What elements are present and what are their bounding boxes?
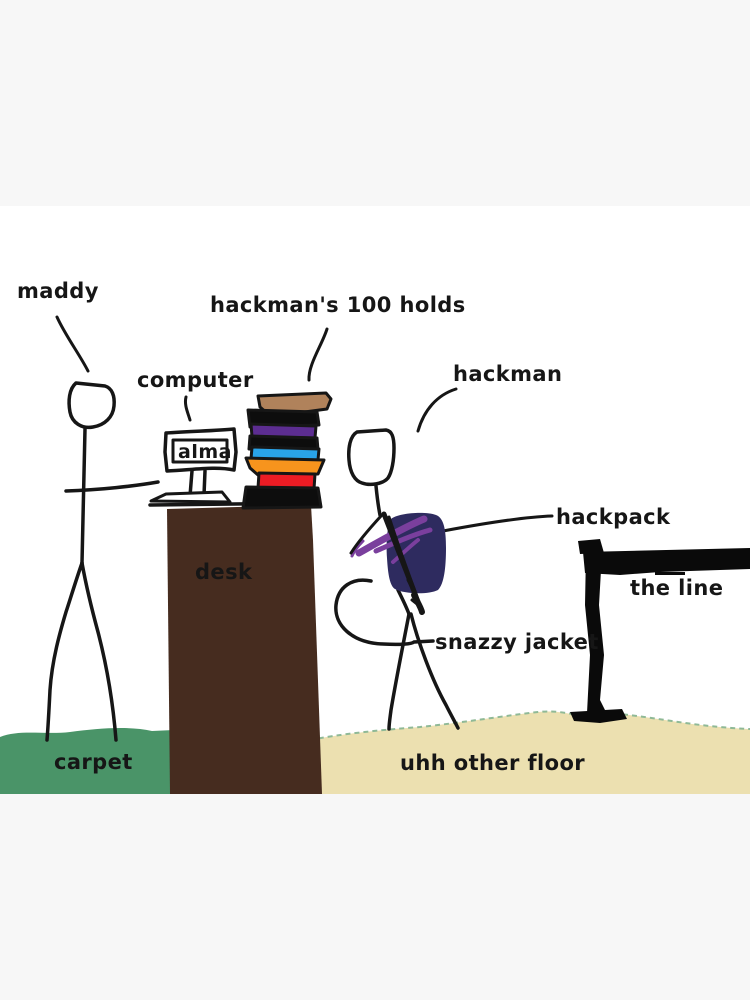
label-desk: desk [195, 560, 253, 584]
carpet-shape [0, 728, 174, 794]
maddy-right-leg [80, 561, 118, 742]
top-frame-bar [0, 0, 750, 206]
maddy-head [67, 381, 116, 430]
label-hackman: hackman [453, 362, 562, 386]
monitor-screen-box [171, 438, 229, 464]
jacket-black-scribbles [349, 511, 425, 615]
other-floor-shape [310, 711, 750, 794]
pointer-line-hackpack [441, 514, 554, 533]
book-black-3 [241, 485, 323, 510]
stanchion-pole [585, 553, 606, 713]
hackman-arm-loop [334, 578, 435, 647]
label-computer: computer [137, 368, 254, 392]
stanchion-knob [578, 539, 604, 554]
ink-strokes [45, 315, 554, 742]
pointer-line-maddy [55, 315, 90, 373]
label-other-floor: uhh other floor [400, 751, 585, 775]
monitor-screen-text: alma [178, 441, 232, 463]
stanchion [570, 539, 750, 723]
jacket-stroke-3 [391, 538, 420, 564]
bottom-frame-bar [0, 794, 750, 1000]
maddy-left-leg [45, 561, 84, 742]
desk-shape [167, 505, 322, 794]
stanchion-bar-underline [655, 572, 685, 575]
label-snazzy-jacket: snazzy jacket [435, 630, 599, 654]
label-the-line: the line [630, 576, 723, 600]
jacket-scribble-3 [349, 514, 383, 555]
stanchion-base [570, 709, 627, 723]
label-hackpack: hackpack [556, 505, 671, 529]
book-black-1 [246, 408, 321, 429]
stanchion-bar [583, 548, 750, 575]
label-maddy: maddy [17, 279, 99, 303]
monitor-foot [149, 490, 232, 504]
jacket-stroke-2 [373, 527, 433, 554]
hackman-neck [374, 484, 382, 517]
floor-edge-dashes [309, 710, 750, 741]
hackman-torso-lower [396, 588, 411, 616]
book-stack [241, 391, 333, 510]
pointer-line-holds [307, 327, 329, 382]
hackman-left-leg [387, 612, 411, 731]
maddy-body [80, 427, 87, 565]
jacket-stroke-4 [350, 539, 365, 558]
maddy-arm [64, 480, 160, 493]
pointer-line-computer [184, 395, 192, 422]
hackman-head [347, 428, 396, 487]
pointer-line-hackman [416, 387, 458, 433]
hackman-right-leg [409, 612, 460, 730]
jacket-scribble-5 [411, 592, 425, 615]
monitor-stand-right [202, 469, 207, 497]
label-carpet: carpet [54, 750, 133, 774]
drawing-canvas [0, 206, 750, 794]
label-holds: hackman's 100 holds [210, 293, 466, 317]
